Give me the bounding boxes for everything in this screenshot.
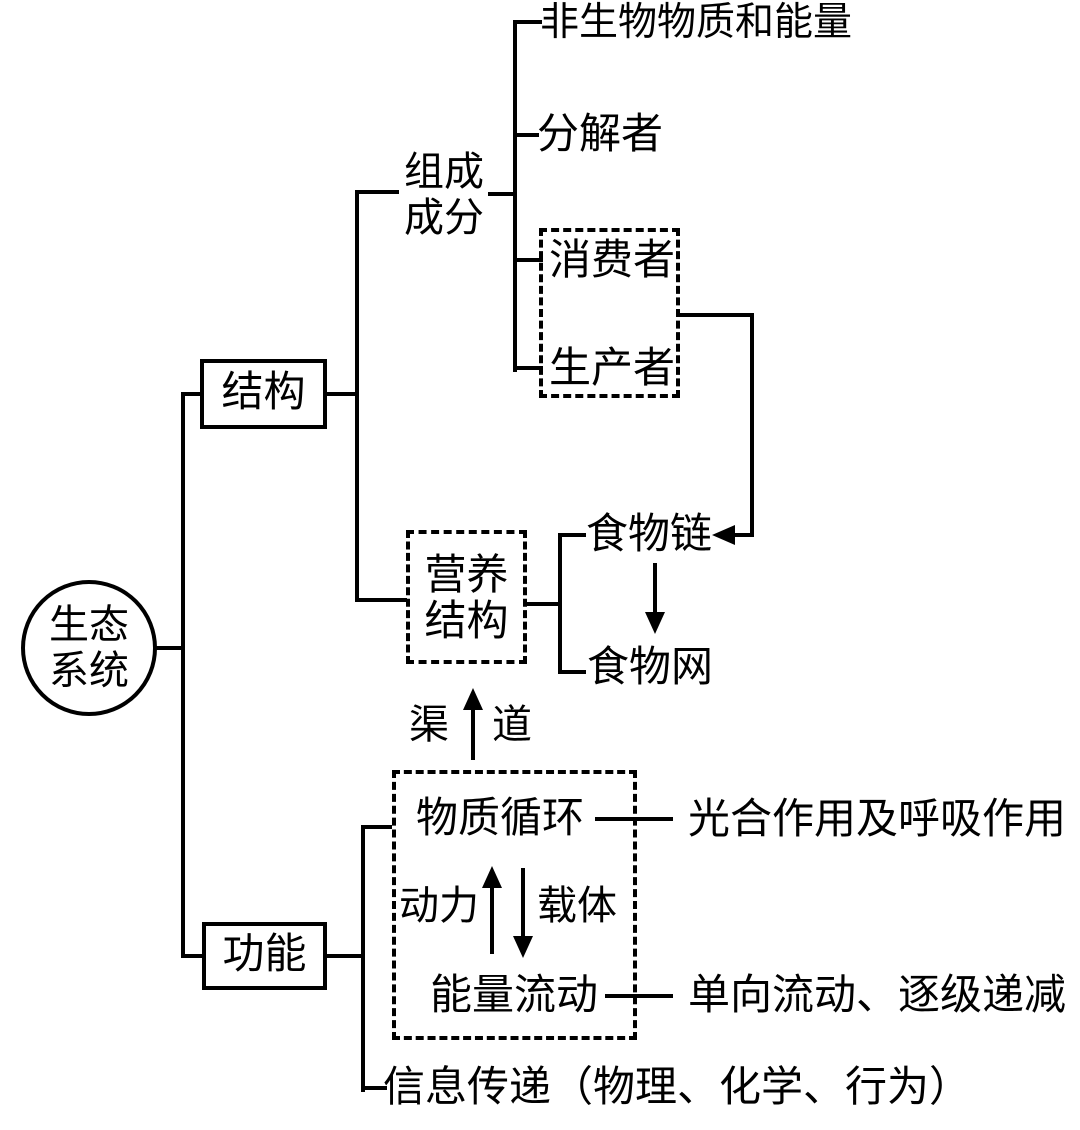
structure-node: 结构 bbox=[200, 359, 327, 429]
bracket-tick bbox=[515, 133, 539, 137]
carrier-label: 载体 bbox=[537, 883, 617, 928]
matter-cycle-label: 物质循环 bbox=[416, 796, 585, 842]
trunk-line bbox=[181, 392, 185, 958]
arrowhead-left-icon bbox=[712, 525, 735, 545]
connector-line bbox=[605, 994, 673, 998]
consumer-producer-group-box bbox=[539, 228, 680, 398]
components-label: 组成 成分 bbox=[404, 149, 484, 240]
arrowhead-down-icon bbox=[645, 612, 665, 634]
energy-flow-label: 能量流动 bbox=[430, 973, 599, 1019]
channel-label-left: 渠 bbox=[409, 702, 449, 747]
arrow-carrier-down bbox=[521, 868, 525, 940]
bracket-tick bbox=[558, 533, 586, 537]
arrowhead-up-icon bbox=[482, 866, 502, 888]
arrow-producer-to-food-chain bbox=[728, 533, 754, 537]
matter-energy-group-box bbox=[392, 770, 637, 1040]
connector-line bbox=[357, 598, 407, 602]
connector-line bbox=[183, 392, 202, 396]
bracket-tick bbox=[363, 1086, 387, 1090]
info-transfer-label: 信息传递（物理、化学、行为） bbox=[383, 1065, 972, 1111]
bracket-tick bbox=[363, 825, 392, 829]
connector-line bbox=[357, 190, 399, 194]
arrow-power-up bbox=[490, 882, 494, 954]
connector-line bbox=[325, 392, 359, 396]
arrow-producer-to-food-chain bbox=[678, 313, 754, 317]
one-way-flow-note: 单向流动、逐级递减 bbox=[688, 973, 1067, 1019]
root-node-ecosystem: 生态 系统 bbox=[21, 580, 157, 716]
bracket-tick bbox=[558, 670, 586, 674]
component-item-decomposer: 分解者 bbox=[537, 112, 664, 158]
connector-line bbox=[525, 602, 560, 606]
structure-node-label: 结构 bbox=[221, 370, 306, 417]
root-node-label: 生态 系统 bbox=[49, 602, 129, 693]
food-chain-label: 食物链 bbox=[586, 512, 713, 558]
bracket-line bbox=[513, 20, 517, 372]
connector-line bbox=[181, 954, 202, 958]
component-item-consumer: 消费者 bbox=[549, 238, 676, 284]
bracket-tick bbox=[515, 366, 543, 370]
photosynthesis-respiration-note: 光合作用及呼吸作用 bbox=[688, 797, 1067, 843]
channel-label-right: 道 bbox=[492, 702, 532, 747]
function-node: 功能 bbox=[202, 922, 327, 990]
food-web-label: 食物网 bbox=[587, 645, 714, 691]
arrow-channel-up bbox=[471, 704, 475, 760]
trophic-structure-box bbox=[406, 530, 527, 664]
connector-line bbox=[488, 192, 517, 196]
bracket-line bbox=[361, 825, 365, 1092]
component-item-producer: 生产者 bbox=[549, 346, 676, 392]
arrow-food-chain-to-food-web bbox=[653, 563, 657, 616]
function-node-label: 功能 bbox=[222, 932, 307, 979]
arrowhead-down-icon bbox=[513, 936, 533, 958]
arrow-producer-to-food-chain bbox=[750, 313, 754, 537]
bracket-tick bbox=[515, 20, 542, 24]
trophic-structure-label: 营养 结构 bbox=[424, 553, 509, 646]
connector-line bbox=[153, 646, 185, 650]
power-label: 动力 bbox=[399, 883, 479, 928]
connector-line bbox=[325, 954, 365, 958]
arrowhead-up-icon bbox=[463, 688, 483, 710]
bracket-tick bbox=[515, 258, 543, 262]
component-item-abiotic: 非生物物质和能量 bbox=[540, 1, 853, 44]
trunk-line bbox=[355, 190, 359, 602]
bracket-line bbox=[558, 533, 562, 674]
